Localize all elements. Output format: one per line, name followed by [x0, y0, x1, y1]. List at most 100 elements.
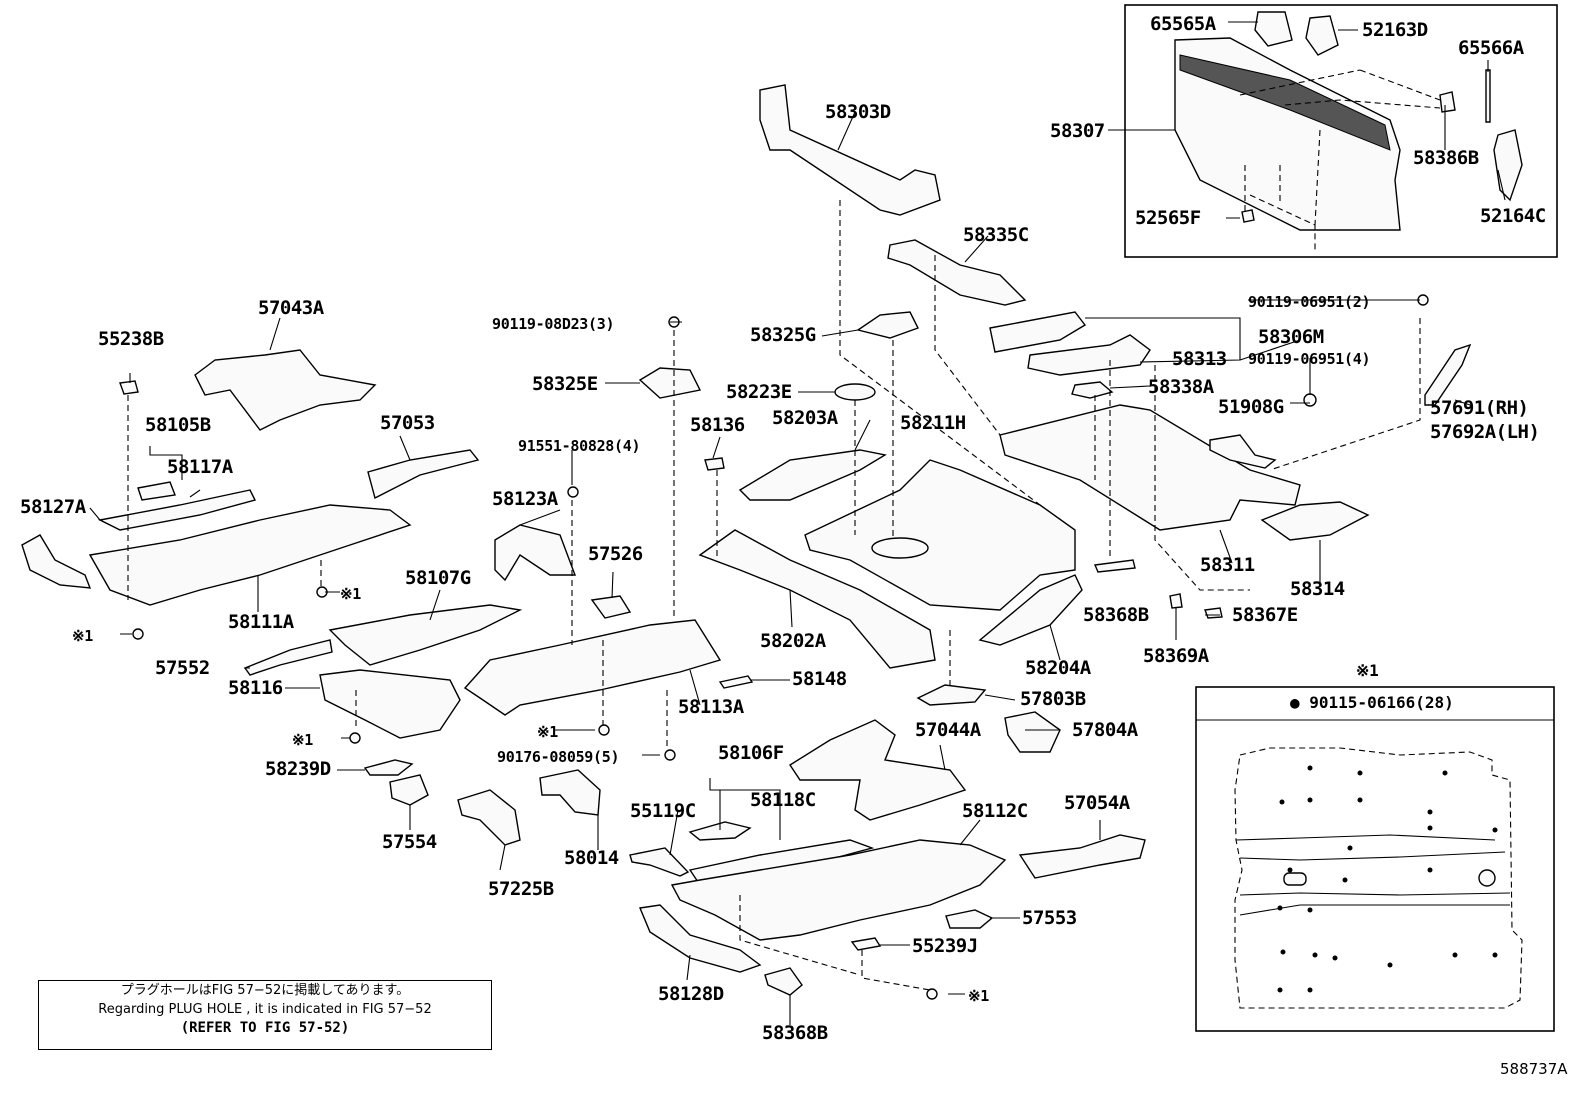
part-58203A	[738, 449, 887, 501]
label-57553: 57553	[1022, 907, 1077, 929]
part-65566A	[1485, 69, 1491, 123]
part-57803B	[916, 684, 987, 706]
bolt-icon	[926, 988, 938, 1000]
label-58118C: 58118C	[750, 789, 816, 811]
label-57526: 57526	[588, 543, 643, 565]
part-57053	[367, 449, 480, 500]
label-58111A: 58111A	[228, 611, 294, 633]
reference-box	[1195, 686, 1555, 1032]
part-57554	[389, 774, 429, 806]
part-57526	[590, 595, 632, 619]
label-90119-08D23: 90119-08D23(3)	[492, 315, 615, 333]
reference-bolt-dots	[1277, 765, 1498, 993]
bolt-icon	[1303, 393, 1317, 407]
label-90119-06951-4: 90119-06951(4)	[1248, 350, 1371, 368]
part-58369A	[1169, 593, 1183, 609]
bolt-icon	[349, 732, 361, 744]
label-91551-80828: 91551-80828(4)	[518, 437, 641, 455]
label-58136: 58136	[690, 414, 745, 436]
label-58239D: 58239D	[265, 758, 331, 780]
bolt-icon	[132, 628, 144, 640]
part-58136	[704, 457, 725, 471]
label-52163D: 52163D	[1362, 19, 1428, 41]
label-57691: 57691(RH)	[1430, 397, 1529, 419]
label-65566A: 65566A	[1458, 37, 1524, 59]
ref-mark-2: ※1	[72, 627, 93, 645]
part-57804A	[1004, 711, 1061, 753]
label-90119-06951-2: 90119-06951(2)	[1248, 293, 1371, 311]
reference-box-title: ● 90115-06166(28)	[1290, 693, 1454, 712]
label-57554: 57554	[382, 831, 437, 853]
part-58113A	[463, 619, 722, 716]
label-58127A: 58127A	[20, 496, 86, 518]
label-57054A: 57054A	[1064, 792, 1130, 814]
part-58204A	[978, 574, 1083, 646]
figure-code: 588737A	[1500, 1060, 1568, 1078]
inset-box-back-panel	[1124, 4, 1558, 258]
label-57692A: 57692A(LH)	[1430, 421, 1540, 443]
label-58112C: 58112C	[962, 800, 1028, 822]
label-52565F: 52565F	[1135, 207, 1201, 229]
label-57803B: 57803B	[1020, 688, 1086, 710]
bolt-icon	[664, 749, 676, 761]
ref-mark-1: ※1	[340, 585, 361, 603]
label-58335C: 58335C	[963, 224, 1029, 246]
label-58386B: 58386B	[1413, 147, 1479, 169]
note-line-reference: (REFER TO FIG 57-52)	[180, 1020, 350, 1036]
part-57044A	[789, 719, 967, 821]
label-57225B: 57225B	[488, 878, 554, 900]
part-58314	[1260, 501, 1370, 541]
part-57054A	[1018, 834, 1146, 879]
part-58368B-top	[1093, 559, 1136, 573]
label-90176-08059: 90176-08059(5)	[497, 748, 620, 766]
part-51908G	[1209, 434, 1277, 469]
part-58127A	[21, 534, 92, 589]
part-58313	[1027, 334, 1151, 376]
part-57225B	[457, 789, 521, 846]
part-58202A	[698, 529, 936, 669]
part-58014	[539, 769, 601, 816]
label-58367E: 58367E	[1232, 604, 1298, 626]
note-line-english: Regarding PLUG HOLE , it is indicated in…	[98, 1002, 432, 1017]
label-57044A: 57044A	[915, 719, 981, 741]
part-58338A	[1071, 381, 1114, 399]
part-55239J	[850, 937, 882, 951]
label-58303D: 58303D	[825, 101, 891, 123]
part-52163D	[1305, 15, 1339, 56]
part-58386B	[1439, 91, 1456, 113]
reference-floor-channel	[1235, 834, 1511, 916]
inset-leader-lines	[1239, 69, 1441, 250]
reference-floor-hole	[1478, 869, 1496, 887]
part-58128D	[639, 904, 762, 973]
part-58306M	[989, 311, 1087, 353]
label-58223E: 58223E	[726, 381, 792, 403]
label-58113A: 58113A	[678, 696, 744, 718]
label-58211H: 58211H	[900, 412, 966, 434]
part-58325E	[638, 367, 702, 399]
part-58368B-bottom	[764, 967, 803, 996]
label-58014: 58014	[564, 847, 619, 869]
label-58338A: 58338A	[1148, 376, 1214, 398]
ref-mark-3: ※1	[292, 731, 313, 749]
label-58123A: 58123A	[492, 488, 558, 510]
label-55119C: 55119C	[630, 800, 696, 822]
label-58204A: 58204A	[1025, 657, 1091, 679]
bolt-icon	[567, 486, 579, 498]
part-65565A	[1254, 11, 1293, 47]
label-58128D: 58128D	[658, 983, 724, 1005]
part-58335C	[887, 239, 1027, 306]
part-58112C	[670, 839, 1007, 941]
part-55238B	[119, 380, 139, 395]
label-58313: 58313	[1172, 348, 1227, 370]
part-58111A	[88, 504, 412, 606]
part-58211H	[804, 459, 1076, 611]
label-58107G: 58107G	[405, 567, 471, 589]
label-58368B-top: 58368B	[1083, 604, 1149, 626]
label-58369A: 58369A	[1143, 645, 1209, 667]
label-57552: 57552	[155, 657, 210, 679]
label-58203A: 58203A	[772, 407, 838, 429]
label-58325G: 58325G	[750, 324, 816, 346]
part-52164C	[1493, 129, 1523, 202]
label-58325E: 58325E	[532, 373, 598, 395]
